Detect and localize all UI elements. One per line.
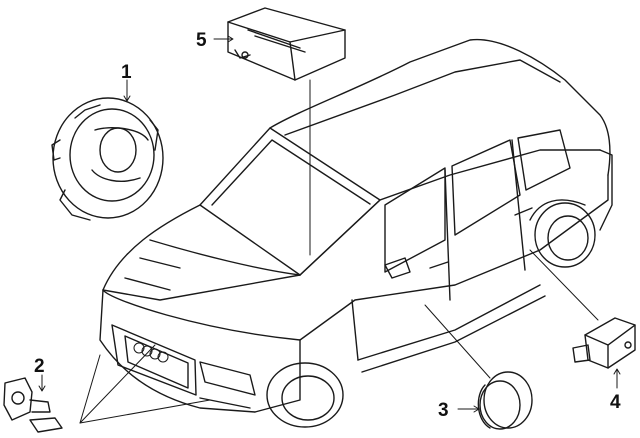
clock-spring-part — [51, 97, 164, 221]
occupant-sensor-part — [572, 317, 636, 369]
impact-sensor-part — [3, 377, 63, 433]
callout-1: 1 — [121, 62, 132, 83]
vehicle-illustration — [99, 38, 613, 428]
callout-4: 4 — [610, 392, 621, 413]
callout-2: 2 — [34, 356, 45, 377]
side-sensor-part — [477, 371, 533, 430]
callout-3: 3 — [438, 400, 449, 421]
leader-lines — [38, 35, 621, 424]
airbag-control-module-part — [227, 7, 346, 81]
callout-5: 5 — [196, 30, 207, 51]
